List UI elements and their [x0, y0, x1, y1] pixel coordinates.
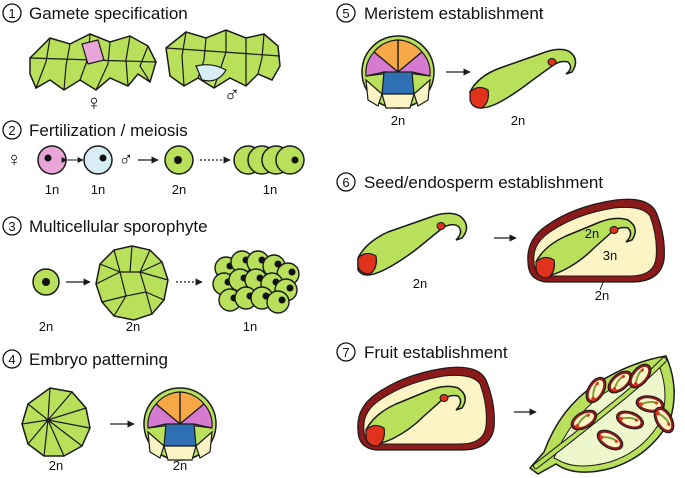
male-symbol-2: ♂ [119, 149, 134, 171]
fruit [528, 355, 675, 475]
seedling-embryo [469, 48, 577, 109]
shoot-meristem-6 [436, 222, 446, 230]
s3-spores-ploidy-label: 1n [243, 319, 257, 334]
step-7-number: 7 [342, 345, 349, 360]
spore-cluster [212, 250, 300, 314]
coat-leader-line [599, 279, 605, 291]
step-1-header: 1 Gamete specification [2, 3, 188, 23]
egg-ploidy-label: 1n [45, 182, 59, 197]
egg-gamete [37, 145, 67, 175]
step-6-header: 6 Seed/endosperm establishment [336, 172, 603, 192]
female-symbol-2: ♀ [7, 149, 22, 171]
meiotic-products [233, 145, 305, 175]
patterned-embryo-5 [361, 35, 435, 109]
step-4-number: 4 [8, 352, 15, 367]
step-2-title: Fertilization / meiosis [29, 121, 188, 140]
shoot-meristem [547, 58, 557, 66]
zygote [164, 145, 194, 175]
step-4-header: 4 Embryo patterning [2, 349, 168, 369]
step-5-number: 5 [342, 6, 349, 21]
step-7-title: Fruit establishment [364, 343, 508, 362]
step-2-number: 2 [8, 123, 15, 138]
s3-body-ploidy-label: 2n [126, 319, 140, 334]
fruit-seed-5 [596, 429, 624, 451]
embryo-6 [357, 212, 468, 276]
fruit-seed-8 [653, 406, 675, 434]
s5-seedling-ploidy-label: 2n [511, 113, 525, 128]
s4-after-ploidy-label: 2n [173, 458, 187, 473]
step-5-header: 5 Meristem establishment [336, 3, 544, 23]
step-3-number: 3 [8, 219, 15, 234]
step-7-header: 7 Fruit establishment [336, 342, 508, 362]
multicellular-body [95, 245, 169, 321]
embryo-patterned [143, 387, 217, 461]
sperm-ploidy-label: 1n [91, 182, 105, 197]
female-gametophyte-sheet [29, 33, 157, 91]
root-meristem [469, 86, 489, 109]
fruit-seed-1 [570, 409, 598, 431]
s4-before-ploidy-label: 2n [49, 458, 63, 473]
step-3-title: Multicellular sporophyte [29, 217, 208, 236]
s6-coat-ploidy-label: 2n [595, 288, 609, 303]
sperm-gamete [83, 145, 113, 175]
step-6-number: 6 [342, 175, 349, 190]
step-5-title: Meristem establishment [364, 4, 544, 23]
step-3-header: 3 Multicellular sporophyte [2, 216, 208, 236]
root-meristem-seed [535, 256, 555, 279]
male-gametophyte-sheet [165, 29, 281, 89]
female-symbol: ♀ [86, 90, 103, 115]
step-4-title: Embryo patterning [29, 350, 168, 369]
zygote-ploidy-label: 2n [172, 182, 186, 197]
step-2-header: 2 Fertilization / meiosis [2, 120, 188, 140]
root-meristem-6 [357, 252, 377, 275]
s3-cell-ploidy-label: 2n [39, 319, 53, 334]
spores-ploidy-label: 1n [263, 182, 277, 197]
embryo-unpatterned [21, 387, 91, 457]
fruit-seed-4 [628, 363, 652, 389]
male-symbol: ♂ [224, 82, 241, 107]
single-cell [32, 268, 60, 296]
fruit-seed-6 [616, 410, 644, 430]
fruit-seed-3 [607, 370, 633, 394]
step-1-title: Gamete specification [29, 4, 188, 23]
seed [527, 198, 665, 283]
fruit-seed-2 [585, 376, 607, 404]
shoot-meristem-seed [609, 226, 619, 234]
sperm-cell [195, 64, 227, 82]
s6-embryo-ploidy-label: 2n [413, 276, 427, 291]
step-1-number: 1 [8, 6, 15, 21]
egg-cell [81, 39, 105, 65]
s6-seed-embryo-ploidy-label: 2n [585, 226, 599, 241]
fruit-seeds [570, 363, 675, 451]
step-6-title: Seed/endosperm establishment [364, 173, 603, 192]
spore-14 [266, 290, 290, 314]
s6-endosperm-ploidy-label: 3n [603, 248, 617, 263]
seed-7 [357, 366, 495, 451]
s5-embryo-ploidy-label: 2n [391, 113, 405, 128]
